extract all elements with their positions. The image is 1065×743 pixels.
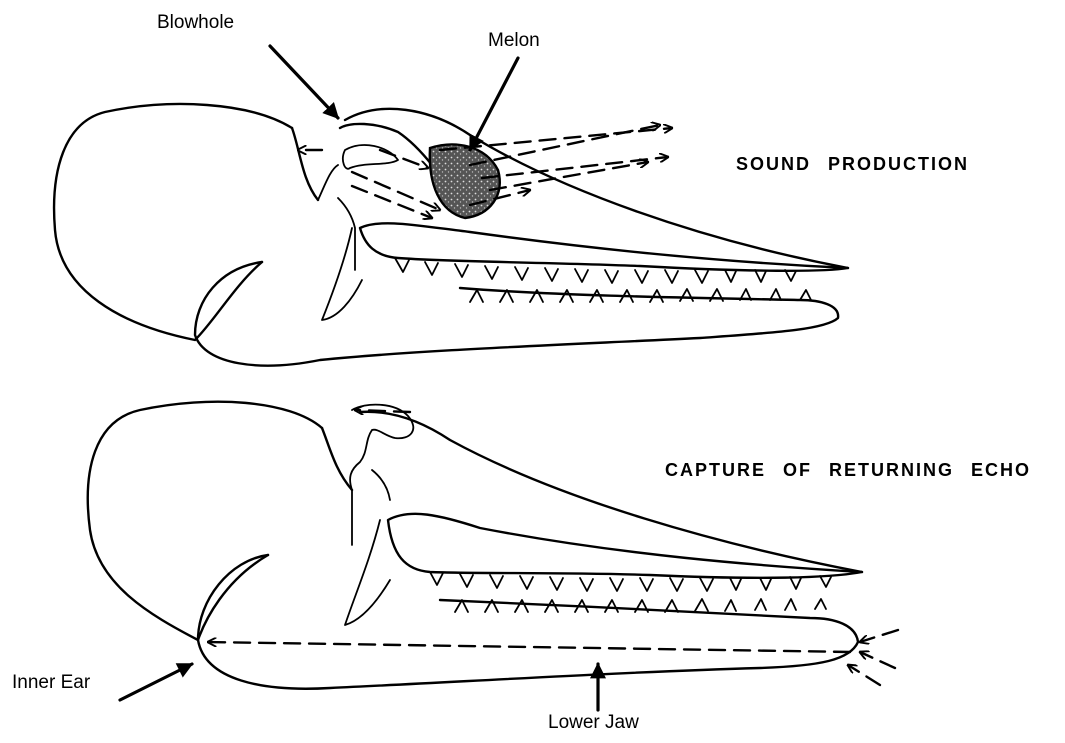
bottom-nasal-passage: [352, 470, 390, 545]
bottom-lower-jaw: [198, 555, 858, 689]
skull-echo-capture: [88, 402, 898, 710]
inner-ear-pointer: [120, 664, 192, 700]
capture-echo-title: CAPTURE OF RETURNING ECHO: [665, 460, 1031, 481]
inner-ear-label: Inner Ear: [12, 672, 90, 694]
melon-shape: [430, 144, 500, 218]
bottom-maxilla: [388, 514, 862, 578]
top-blowhole-ridge: [340, 124, 432, 165]
skull-sound-production: [54, 46, 848, 366]
blowhole-pointer: [270, 46, 338, 118]
top-braincase: [54, 104, 292, 340]
lower-jaw-label: Lower Jaw: [548, 712, 639, 734]
blowhole-label: Blowhole: [157, 12, 234, 34]
top-nasal-passage: [318, 165, 355, 270]
sound-production-title: SOUND PRODUCTION: [736, 154, 969, 175]
melon-label: Melon: [488, 30, 540, 52]
top-mandible-process: [322, 228, 362, 320]
echo-wave-arrows: [208, 410, 898, 685]
melon-pointer: [470, 58, 518, 150]
top-lower-jaw: [195, 262, 838, 366]
top-nasal-sac: [343, 145, 398, 169]
top-maxilla: [360, 223, 848, 271]
bottom-upper-profile: [322, 412, 862, 572]
